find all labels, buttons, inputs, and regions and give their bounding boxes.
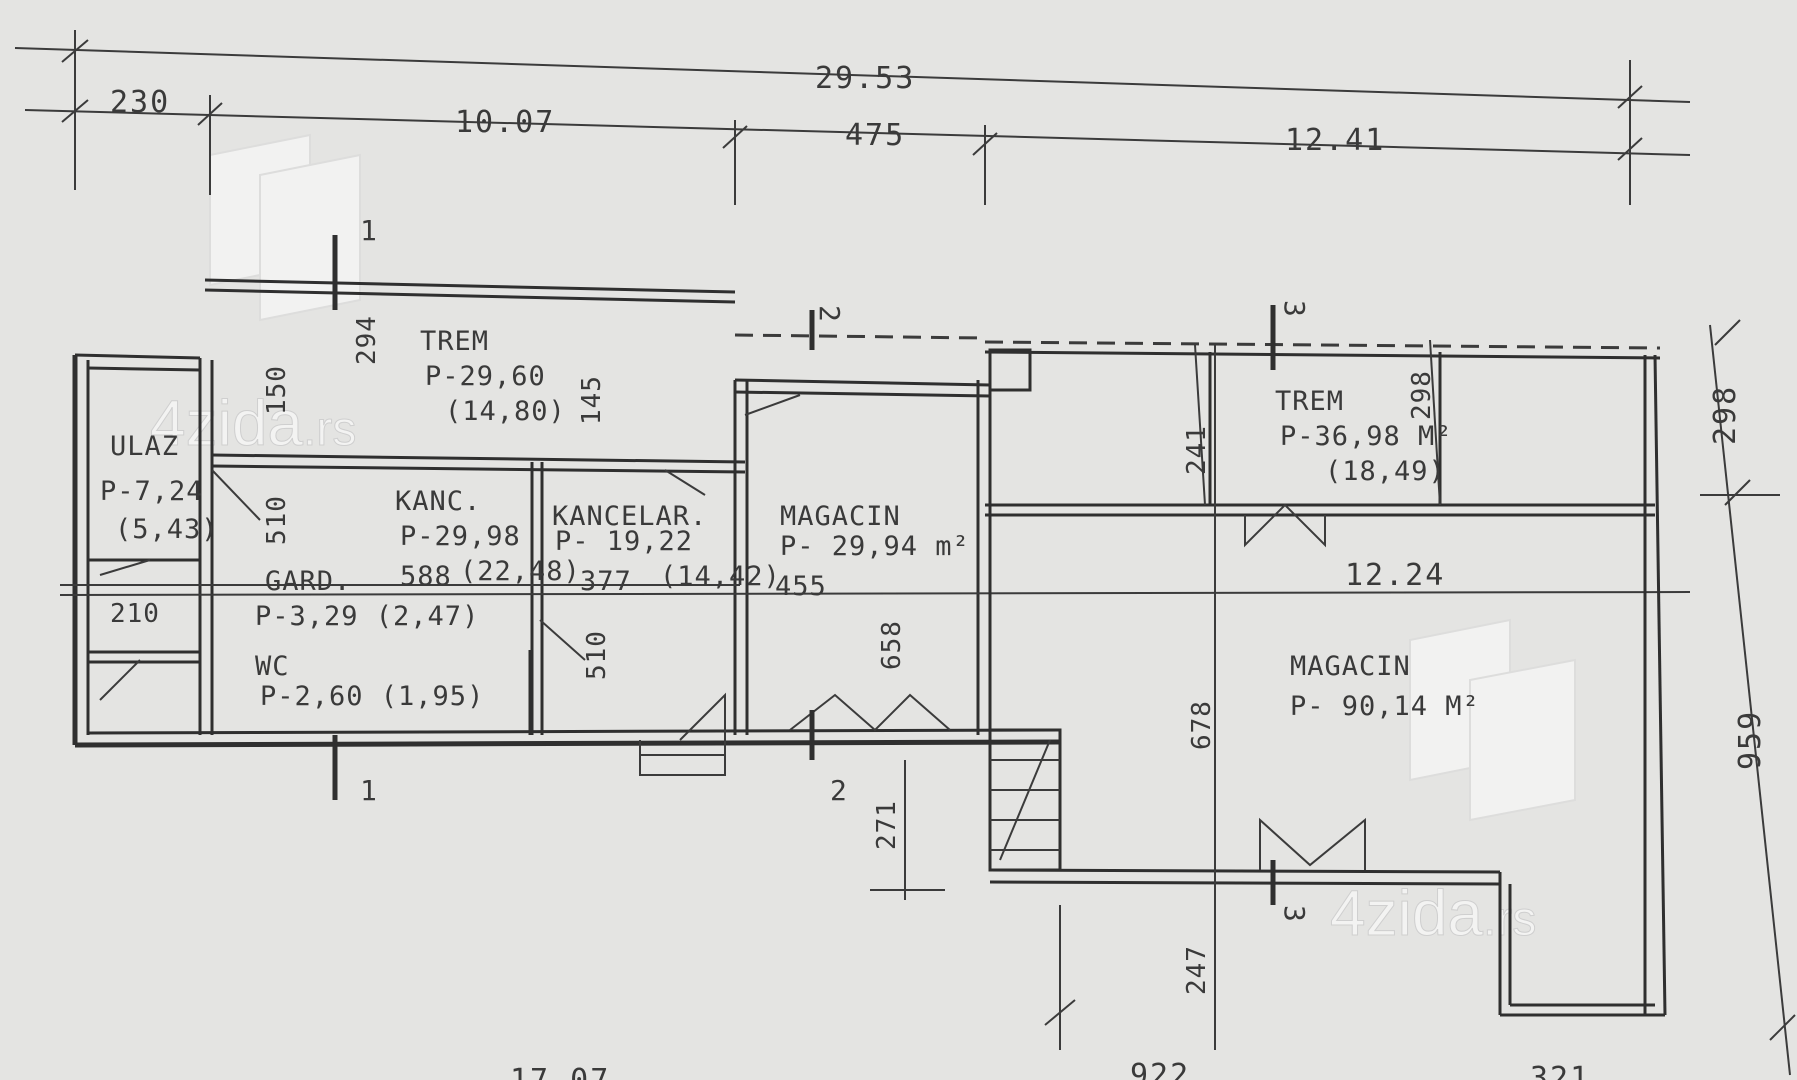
dim-210: 210: [110, 599, 160, 629]
dim-678: 678: [1187, 700, 1217, 750]
dim-294: 294: [352, 315, 382, 365]
svg-text:WC: WC: [255, 651, 290, 682]
svg-text:ULAZ: ULAZ: [110, 431, 179, 462]
svg-text:P-29,60: P-29,60: [425, 361, 546, 392]
dim-510-b: 510: [582, 630, 612, 680]
dim-241: 241: [1182, 425, 1212, 475]
dim-298-right: 298: [1708, 385, 1743, 445]
svg-text:P-7,24: P-7,24: [100, 476, 204, 507]
svg-text:P-2,60 (1,95): P-2,60 (1,95): [260, 681, 484, 712]
dim-321: 321: [1530, 1061, 1590, 1080]
dim-230: 230: [110, 85, 170, 120]
svg-text:TREM: TREM: [420, 326, 489, 357]
room-gard: GARD. P-3,29 (2,47): [255, 566, 479, 632]
section-mark-2-bottom: 2: [830, 774, 847, 807]
svg-text:P-3,29 (2,47): P-3,29 (2,47): [255, 601, 479, 632]
svg-text:P- 90,14 M²: P- 90,14 M²: [1290, 691, 1480, 722]
svg-text:377: 377: [580, 566, 632, 597]
watermark-text-right: 4zida.rs: [1330, 877, 1536, 949]
dim-total-width: 29.53: [815, 61, 915, 96]
dim-10-07: 10.07: [455, 105, 555, 140]
dim-298-trem: 298: [1407, 370, 1437, 420]
svg-text:(18,49): (18,49): [1325, 456, 1446, 487]
svg-text:P- 29,94 m²: P- 29,94 m²: [780, 531, 970, 562]
section-mark-3-top: 3: [1278, 300, 1311, 317]
dim-475: 475: [845, 118, 905, 153]
svg-text:P-36,98 M²: P-36,98 M²: [1280, 421, 1453, 452]
svg-text:(22,48): (22,48): [460, 556, 581, 587]
svg-text:P- 19,22: P- 19,22: [555, 526, 693, 557]
room-trem-1: TREM P-29,60 (14,80): [420, 326, 566, 427]
svg-text:KANCELAR.: KANCELAR.: [552, 501, 707, 532]
dim-510-a: 510: [262, 495, 292, 545]
svg-text:MAGACIN: MAGACIN: [780, 501, 901, 532]
section-mark-1-top: 1: [360, 214, 377, 247]
section-mark-3-bottom: 3: [1278, 905, 1311, 922]
dim-658: 658: [877, 620, 907, 670]
dim-150: 150: [262, 365, 292, 415]
dim-271: 271: [872, 800, 902, 850]
dim-145: 145: [577, 375, 607, 425]
watermark-text-left: 4zida.rs: [150, 387, 356, 459]
room-trem-2: TREM P-36,98 M² (18,49): [1275, 386, 1453, 487]
svg-text:455: 455: [775, 571, 827, 602]
svg-text:TREM: TREM: [1275, 386, 1344, 417]
svg-text:GARD.: GARD.: [265, 566, 351, 597]
section-mark-1-bottom: 1: [360, 774, 377, 807]
dim-12-41: 12.41: [1285, 123, 1385, 158]
room-magacin-2: MAGACIN P- 90,14 M²: [1290, 651, 1480, 722]
building-walls-right: [984, 340, 1667, 1050]
building-walls-left: [59, 278, 1691, 748]
dim-959: 959: [1733, 710, 1768, 770]
room-ulaz: ULAZ P-7,24 (5,43): [100, 431, 219, 545]
room-magacin-1: MAGACIN P- 29,94 m² 455: [775, 501, 970, 602]
svg-text:P-29,98: P-29,98: [400, 521, 521, 552]
svg-text:(5,43): (5,43): [115, 514, 219, 545]
dim-17-07: 17.07: [510, 1063, 610, 1080]
section-mark-lines: [332, 235, 1276, 905]
dim-12-24: 12.24: [1345, 558, 1445, 593]
svg-text:MAGACIN: MAGACIN: [1290, 651, 1411, 682]
right-dimension-lines: [870, 319, 1796, 1076]
room-kanc: KANC. P-29,98 588 (22,48): [395, 486, 581, 592]
room-wc: WC P-2,60 (1,95): [255, 651, 484, 712]
top-dimension-lines: [14, 30, 1691, 205]
watermark-logo-right: [1409, 618, 1576, 822]
door-swings-left: [99, 394, 951, 776]
svg-text:(14,80): (14,80): [445, 396, 566, 427]
dim-247: 247: [1182, 945, 1212, 995]
svg-text:KANC.: KANC.: [395, 486, 481, 517]
room-kancelar: KANCELAR. P- 19,22 377 (14,42): [552, 501, 781, 597]
dim-922: 922: [1130, 1058, 1190, 1080]
section-mark-2-top: 2: [813, 305, 846, 322]
svg-text:(14,42): (14,42): [660, 561, 781, 592]
svg-text:588: 588: [400, 561, 452, 592]
